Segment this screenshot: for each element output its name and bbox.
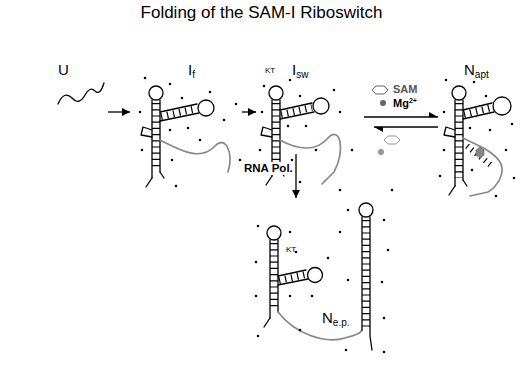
annotation-label: KT [265,67,275,76]
annotation-label: KT [286,246,296,255]
state-label: Ne.p. [322,310,350,328]
state-label: Isw [292,62,308,80]
figure-title: Folding of the SAM-I Riboswitch [0,4,523,23]
state-label: U [58,62,69,79]
folding-state: Ne.p. [245,200,390,380]
arrow-label: RNA Pol. [243,162,294,175]
arrow-head [248,108,256,116]
annotation-label: SAM [393,83,417,95]
folding-state: U [28,60,106,130]
reaction-arrow [242,108,256,116]
state-label: Napt [464,62,489,80]
state-label: If [188,62,195,80]
annotation-label: Mg2+ [393,97,417,109]
arrow-head [292,190,300,198]
folding-state: Napt [440,60,520,210]
reaction-arrow [292,154,300,198]
arrow-head [122,108,130,116]
reaction-arrow [364,112,438,132]
folding-state: If [132,60,240,190]
reaction-arrow [108,108,130,116]
